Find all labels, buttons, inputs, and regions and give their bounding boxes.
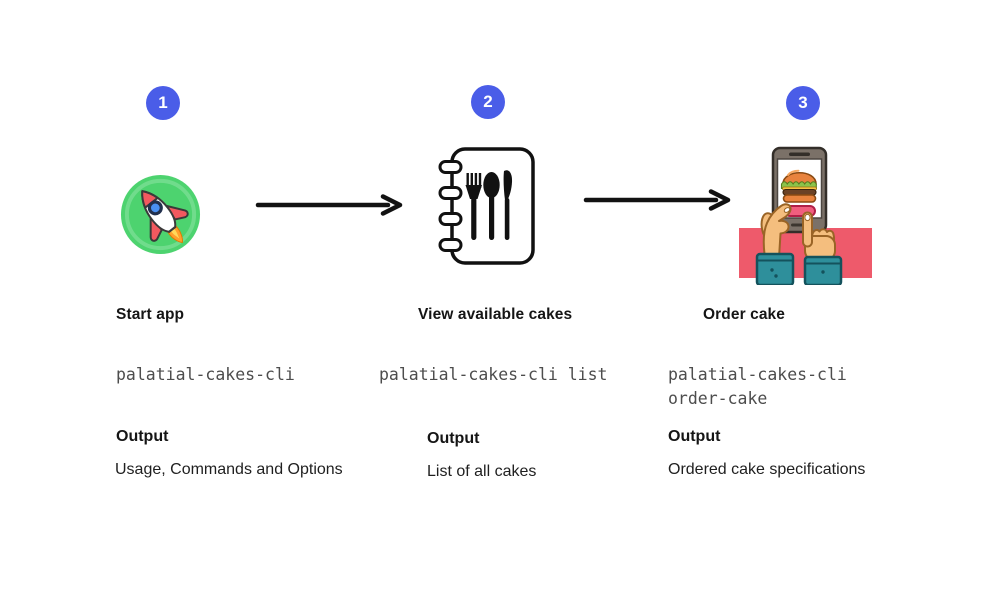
step-2-command: palatial-cakes-cli list — [379, 365, 608, 384]
step-2-badge: 2 — [471, 85, 505, 119]
menu-book-icon — [438, 147, 535, 265]
step-2-output-label: Output — [427, 430, 480, 447]
step-3-title: Order cake — [703, 306, 785, 323]
step-1-command: palatial-cakes-cli — [116, 365, 295, 384]
step-1-output-label: Output — [116, 428, 169, 445]
order-phone-icon — [739, 146, 872, 285]
step-2-title: View available cakes — [418, 306, 573, 323]
arrow-right-icon — [583, 189, 731, 211]
step-1-badge: 1 — [146, 86, 180, 120]
step-3-output-label: Output — [668, 428, 721, 445]
step-3-badge: 3 — [786, 86, 820, 120]
step-3-output-description: Ordered cake specifications — [668, 461, 866, 478]
rocket-icon — [120, 174, 201, 255]
step-1-title: Start app — [116, 306, 185, 323]
step-3-command: palatial-cakes-cli order-cake — [668, 365, 847, 408]
step-2-output-description: List of all cakes — [427, 463, 537, 480]
step-1-output-description: Usage, Commands and Options — [115, 461, 343, 478]
arrow-right-icon — [255, 194, 403, 216]
